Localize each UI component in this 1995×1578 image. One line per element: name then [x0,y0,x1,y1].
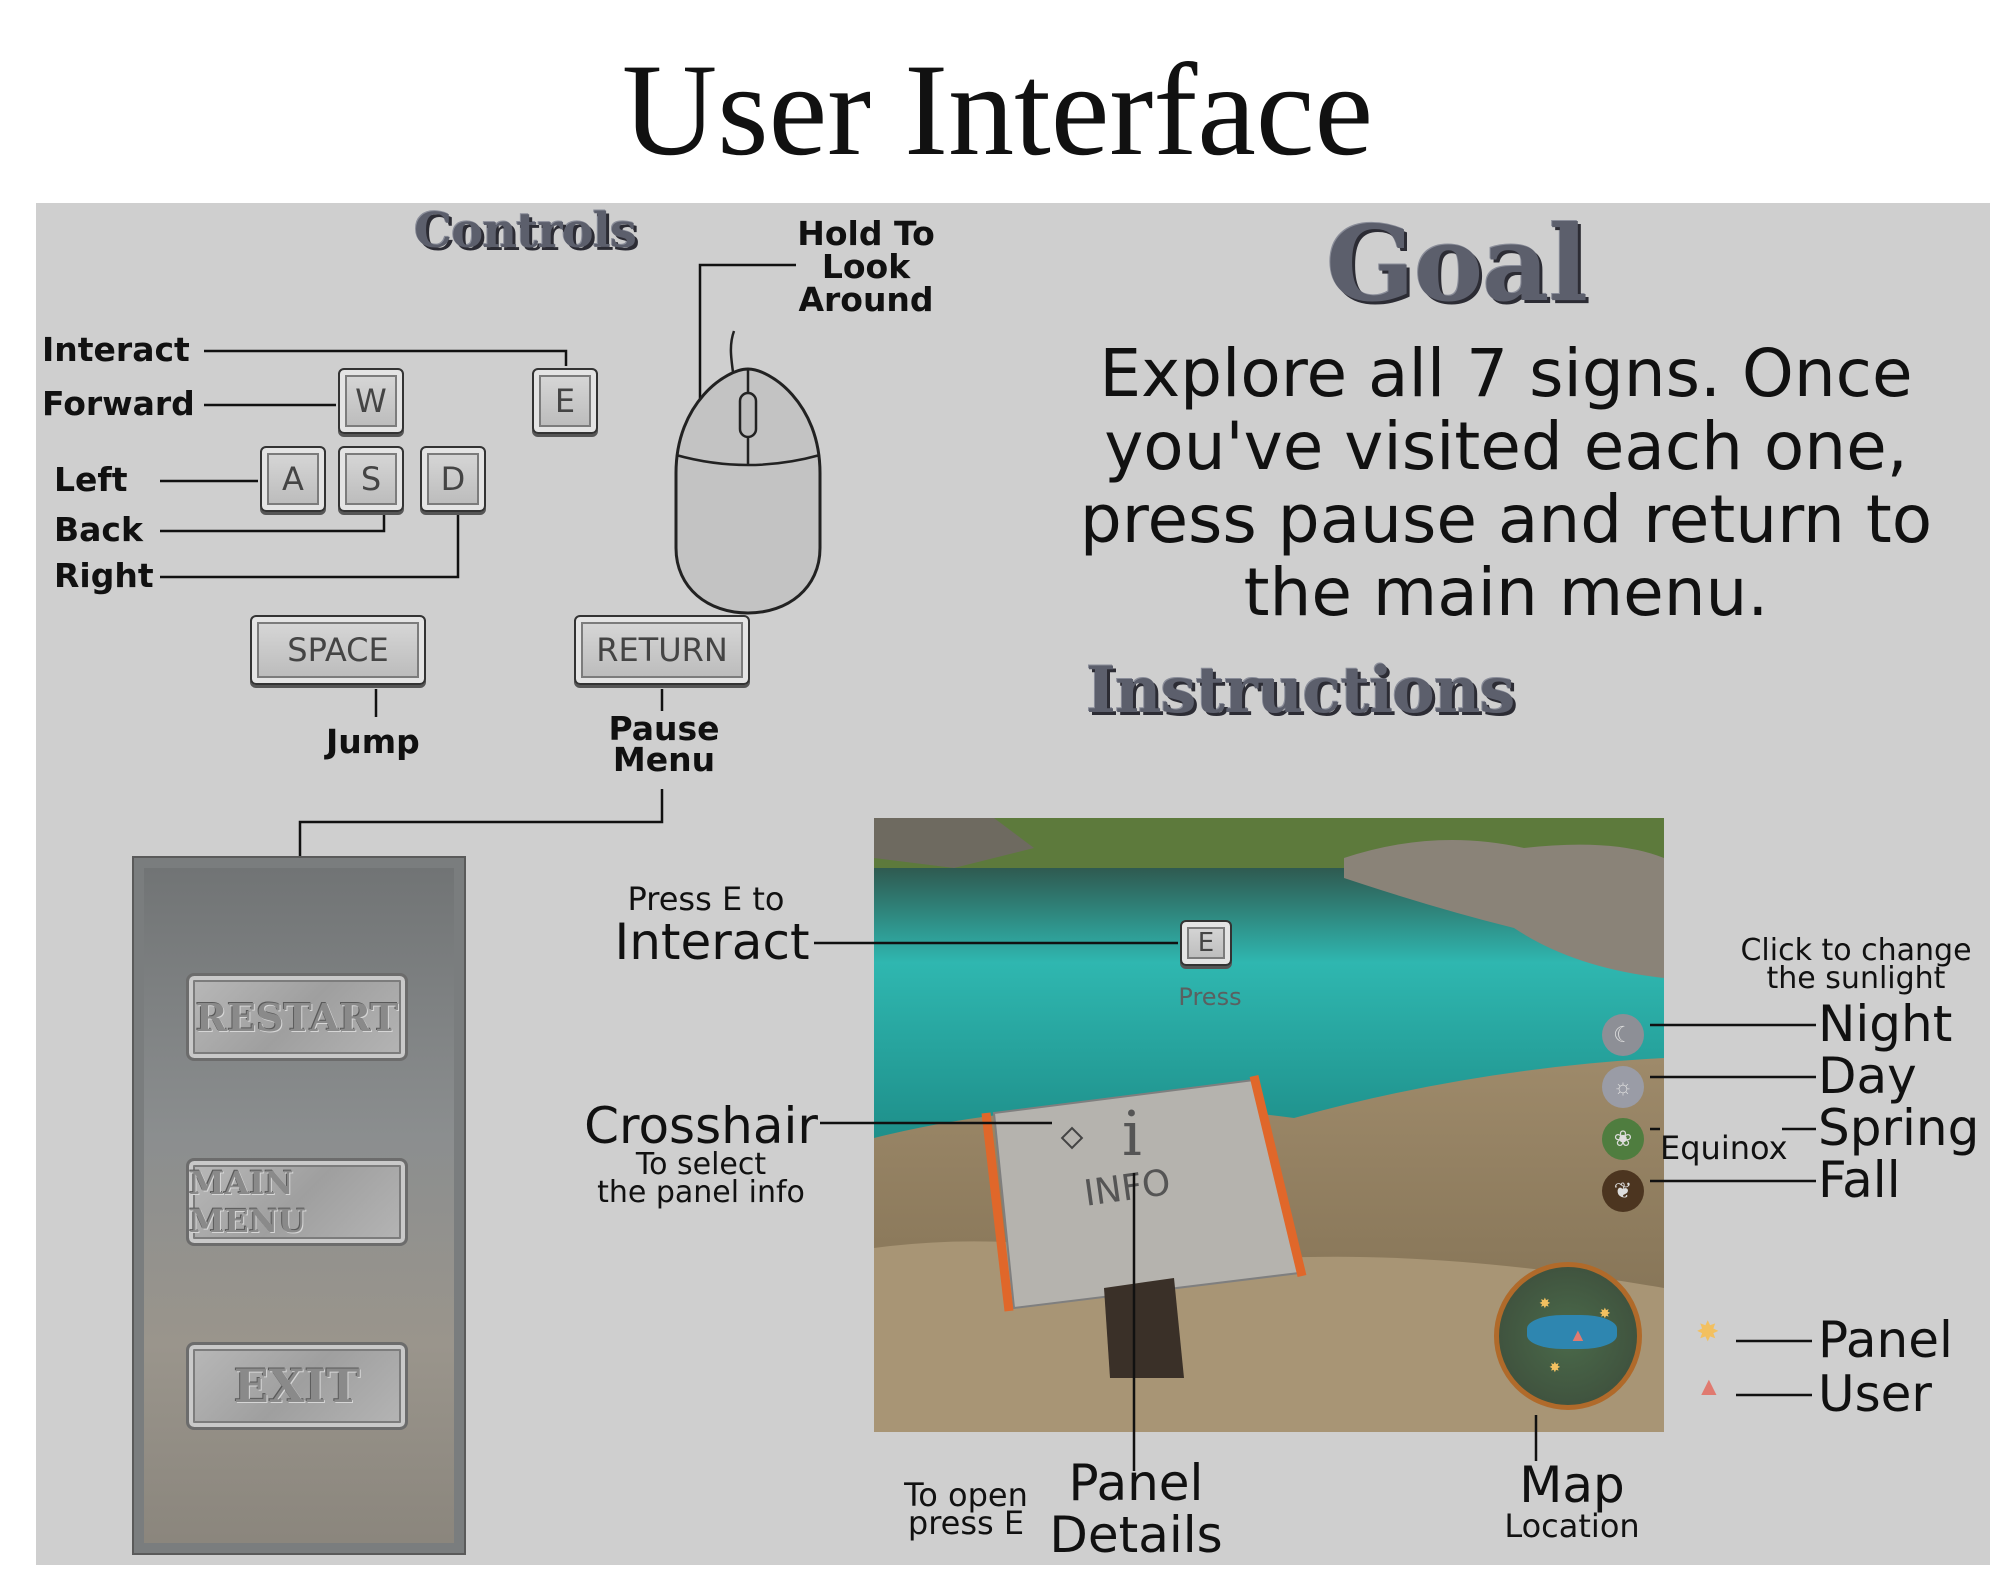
crosshair-small-line: the panel info [597,1175,805,1210]
exit-button[interactable]: EXIT [186,1342,408,1430]
minimap[interactable]: ▲ ✸ ✸ ✸ [1494,1262,1642,1410]
minimap-panel-icon: ✸ [1599,1305,1611,1321]
minimap-user-icon: ▲ [1569,1325,1587,1345]
panel-details-big-label: Panel Details [1036,1457,1236,1561]
d-key: D [420,446,486,512]
minimap-panel-icon: ✸ [1549,1359,1561,1375]
user-arrow-icon: ▲ [1696,1371,1722,1401]
back-label: Back [54,510,143,549]
main-menu-button[interactable]: MAIN MENU [186,1158,408,1246]
pause-menu-label: Pause Menu [576,709,752,779]
space-key: SPACE [250,615,426,685]
crosshair-small-label: To select the panel info [576,1147,826,1210]
left-label: Left [54,460,128,499]
minimap-panel-icon: ✸ [1539,1295,1551,1311]
goal-text-line: press pause and return to [1079,481,1933,558]
return-key: RETURN [574,615,750,685]
mouse-label: Hold To Look Around [796,217,936,316]
map-small-label: Location [1504,1507,1640,1545]
night-label: Night [1818,995,1953,1053]
goal-text-line: you've visited each one, [1104,408,1908,485]
day-sun-icon[interactable]: ☼ [1602,1066,1644,1108]
interact-prompt-text: Press [1178,983,1242,1011]
e-key: E [532,368,598,434]
crosshair-big-label: Crosshair [584,1097,818,1155]
fall-label: Fall [1818,1151,1901,1209]
ui-diagram-panel: Controls Interact Forward Left Back Righ… [36,203,1990,1565]
pause-menu-panel: RESTART MAIN MENU EXIT [132,856,466,1555]
page-title: User Interface [621,36,1374,183]
restart-button[interactable]: RESTART [186,973,408,1061]
panel-details-small-line: press E [907,1504,1025,1542]
interact-label: Interact [42,330,190,369]
jump-label: Jump [326,722,420,761]
night-moon-icon[interactable]: ☾ [1602,1014,1644,1056]
day-label: Day [1818,1047,1917,1105]
interact-small-label: Press E to [627,880,785,918]
w-key: W [338,368,404,434]
controls-heading: Controls [414,203,637,259]
sunlight-caption-line: Click to change [1740,933,1972,968]
panel-details-small-label: To open press E [896,1476,1036,1542]
instructions-heading: Instructions [1086,653,1515,728]
panel-details-small-line: To open [904,1476,1028,1514]
goal-text-line: the main menu. [1243,554,1769,631]
game-screenshot: E Press i INFO ☾ ☼ ❀ ❦ ▲ ✸ ✸ ✸ [874,818,1664,1432]
minimap-water [1527,1315,1617,1349]
goal-text-line: Explore all 7 signs. Once [1099,335,1913,412]
goal-text: Explore all 7 signs. Once you've visited… [986,337,1995,629]
info-glyph-icon: i [1122,1097,1142,1170]
panel-details-big-line: Details [1049,1506,1223,1564]
pause-label-line: Pause [608,709,720,748]
controls-leader-lines [160,263,822,858]
s-key: S [338,446,404,512]
sunlight-caption-line: the sunlight [1766,961,1946,996]
goal-heading: Goal [1326,202,1588,325]
fall-leaf-icon[interactable]: ❦ [1602,1170,1644,1212]
panel-details-big-line: Panel [1068,1454,1204,1512]
panel-legend-label: Panel [1818,1311,1953,1369]
spring-label: Spring [1818,1099,1980,1157]
instruction-leader-lines [814,941,1816,1471]
panel-marker-icon: ✸ [1696,1316,1720,1347]
game-scene [874,818,1664,1432]
a-key: A [260,446,326,512]
mouse-label-line: Around [798,280,934,319]
mouse-icon [674,330,822,615]
mouse-label-line: Hold To [797,214,935,253]
sunlight-caption: Click to change the sunlight [1722,933,1990,996]
mouse-label-line: Look [821,247,911,286]
spring-leaf-icon[interactable]: ❀ [1602,1118,1644,1160]
interact-big-label: Interact [614,913,810,971]
user-legend-label: User [1818,1365,1932,1423]
interact-prompt-key: E [1180,920,1232,966]
pause-label-line: Menu [612,740,716,779]
forward-label: Forward [42,384,195,423]
map-big-label: Map [1519,1456,1625,1514]
equinox-label: Equinox [1660,1129,1788,1167]
right-label: Right [54,556,154,595]
crosshair-small-line: To select [635,1147,767,1182]
